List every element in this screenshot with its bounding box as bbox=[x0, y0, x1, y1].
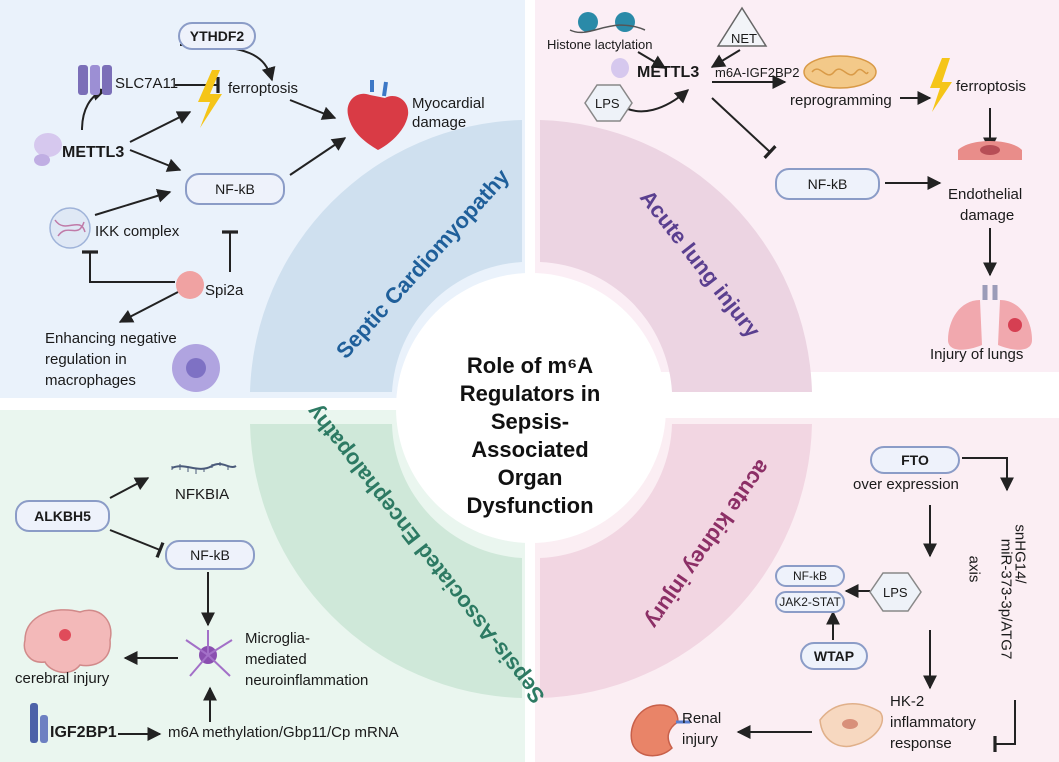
endothelial-label-1: Endothelial bbox=[948, 186, 1023, 203]
slc7a11-label: SLC7A11 bbox=[115, 75, 179, 92]
ikk-complex-label: IKK complex bbox=[95, 223, 180, 240]
microglia-label-1: Microglia- bbox=[245, 630, 311, 647]
spi2a-label: Spi2a bbox=[205, 282, 244, 299]
ring-segment-top-left bbox=[250, 120, 522, 392]
inhib-alkbh5-nfkb bbox=[109, 529, 165, 559]
center-title-line-4: Dysfunction bbox=[466, 493, 594, 518]
arrow-spi2a-enhancing bbox=[118, 291, 179, 323]
center-title: Role of m⁶A Regulators in Sepsis- Associ… bbox=[440, 352, 620, 520]
lps-hexagon-icon-kidney bbox=[869, 572, 922, 612]
renal-label-1: Renal bbox=[682, 710, 722, 727]
microglia-icon bbox=[185, 630, 233, 677]
arrow-alkbh5-nfkbia bbox=[109, 477, 150, 499]
arrow-mettl3-slc7a11 bbox=[81, 87, 107, 131]
fto-node: FTO bbox=[870, 446, 960, 474]
mettl3-label-cardio: METTL3 bbox=[62, 144, 125, 161]
enhancing-label-3: macrophages bbox=[45, 372, 136, 389]
center-circle bbox=[396, 273, 666, 543]
arrow-fto-axis bbox=[962, 457, 1014, 492]
ferroptosis-label-lung: ferroptosis bbox=[956, 78, 1027, 95]
lps-hexagon-icon-lung bbox=[584, 84, 633, 122]
cerebral-injury-label: cerebral injury bbox=[15, 670, 110, 687]
lps-label-lung: LPS bbox=[595, 96, 620, 111]
myocardial-label-1: Myocardial bbox=[412, 95, 485, 112]
kidney-icon bbox=[630, 704, 690, 757]
center-title-line-2: Regulators in Sepsis- bbox=[459, 381, 601, 434]
axis-label-2: miR-373-3p/ATG7 bbox=[997, 538, 1015, 660]
ythdf2-node: YTHDF2 bbox=[178, 22, 256, 50]
center-title-line-3: Associated Organ bbox=[471, 437, 589, 490]
arrow-histone-mettl3 bbox=[637, 51, 667, 69]
lightning-icon-cardio bbox=[198, 70, 222, 128]
arrow-net-mettl3 bbox=[710, 49, 741, 68]
arrow-mettl3-lightning bbox=[129, 111, 192, 143]
inhib-spi2a-ikk bbox=[82, 250, 175, 283]
endothelial-cell-icon bbox=[958, 141, 1022, 160]
hk2-label-3: response bbox=[890, 735, 952, 752]
histone-icon bbox=[569, 12, 646, 34]
inhib-axis-hk2 bbox=[993, 700, 1016, 752]
mitochondria-icon bbox=[803, 55, 877, 89]
hk2-label-2: inflammatory bbox=[890, 714, 976, 731]
enhancing-label-1: Enhancing negative bbox=[45, 330, 177, 347]
protein-blob-icon bbox=[34, 133, 62, 166]
myocardial-label-2: damage bbox=[412, 114, 467, 131]
ferroptosis-label-cardio: ferroptosis bbox=[228, 80, 299, 97]
nfkb-node-cardio: NF-kB bbox=[185, 173, 285, 205]
brain-icon bbox=[23, 609, 112, 674]
arrow-ferroptosis-myocardial bbox=[289, 99, 337, 120]
ring-segment-top-right bbox=[540, 120, 812, 392]
nfkb-node-kidney: NF-kB bbox=[775, 565, 845, 587]
endothelial-label-2: damage bbox=[960, 207, 1015, 224]
m6a-methylation-label: m6A methylation/Gbp11/Cp mRNA bbox=[168, 724, 399, 741]
microglia-label-2: mediated bbox=[245, 651, 307, 668]
microglia-label-3: neuroinflammation bbox=[245, 672, 369, 689]
m6a-igf2bp2-label: m6A-IGF2BP2 bbox=[715, 65, 800, 80]
nfkb-node-lung: NF-kB bbox=[775, 168, 880, 200]
membrane-protein-icon bbox=[78, 65, 112, 95]
enhancing-label-2: regulation in bbox=[45, 351, 127, 368]
net-triangle-icon bbox=[716, 6, 768, 47]
wtap-node: WTAP bbox=[800, 642, 868, 670]
arrow-ikk-nfkb bbox=[94, 189, 172, 216]
net-label: NET bbox=[731, 31, 757, 46]
lightning-icon-lung bbox=[930, 58, 952, 112]
histone-label: Histone lactylation bbox=[547, 37, 653, 52]
ring-segment-bottom-right bbox=[540, 424, 812, 698]
mettl3-label-lung: METTL3 bbox=[637, 64, 700, 81]
renal-label-2: injury bbox=[682, 731, 718, 748]
axis-label-3: axis bbox=[965, 555, 983, 583]
igf2bp1-label: IGF2BP1 bbox=[50, 724, 117, 741]
heart-icon bbox=[347, 80, 409, 150]
dna-strand-icon bbox=[171, 462, 237, 474]
nfkb-node-brain: NF-kB bbox=[165, 540, 255, 570]
center-title-line-1: Role of m⁶A bbox=[466, 353, 594, 378]
arrow-mettl3-nfkb bbox=[129, 149, 182, 172]
lungs-icon bbox=[948, 285, 1032, 350]
lps-label-kidney: LPS bbox=[883, 585, 908, 600]
reprogramming-label: reprogramming bbox=[790, 92, 892, 109]
nfkbia-label: NFKBIA bbox=[175, 486, 230, 503]
hk2-label-1: HK-2 bbox=[890, 693, 925, 710]
spi2a-sphere-icon bbox=[176, 271, 204, 299]
alkbh5-node: ALKBH5 bbox=[15, 500, 110, 532]
hk2-cell-icon bbox=[819, 703, 884, 748]
arrow-nfkb-myocardial bbox=[289, 137, 347, 176]
protein-blob-icon-lung bbox=[611, 58, 629, 78]
macrophage-icon bbox=[172, 344, 220, 392]
fto-over-expression-label: over expression bbox=[853, 476, 959, 493]
jak2-stat-node: JAK2-STAT bbox=[775, 591, 845, 613]
inhib-mettl3-nfkb bbox=[711, 97, 777, 159]
receptor-icon bbox=[30, 703, 48, 743]
ikk-complex-icon bbox=[49, 207, 91, 249]
ring-segment-bottom-left bbox=[250, 424, 522, 698]
injury-of-lungs-label: Injury of lungs bbox=[930, 346, 1024, 363]
